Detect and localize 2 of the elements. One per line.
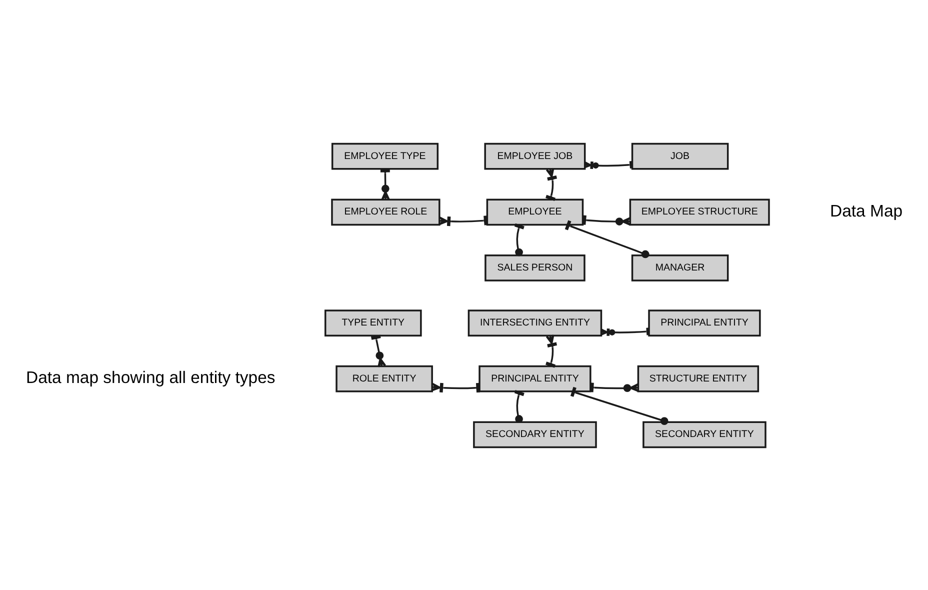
label: Data map showing all entity types (26, 368, 276, 387)
label: Data Map (830, 200, 903, 220)
